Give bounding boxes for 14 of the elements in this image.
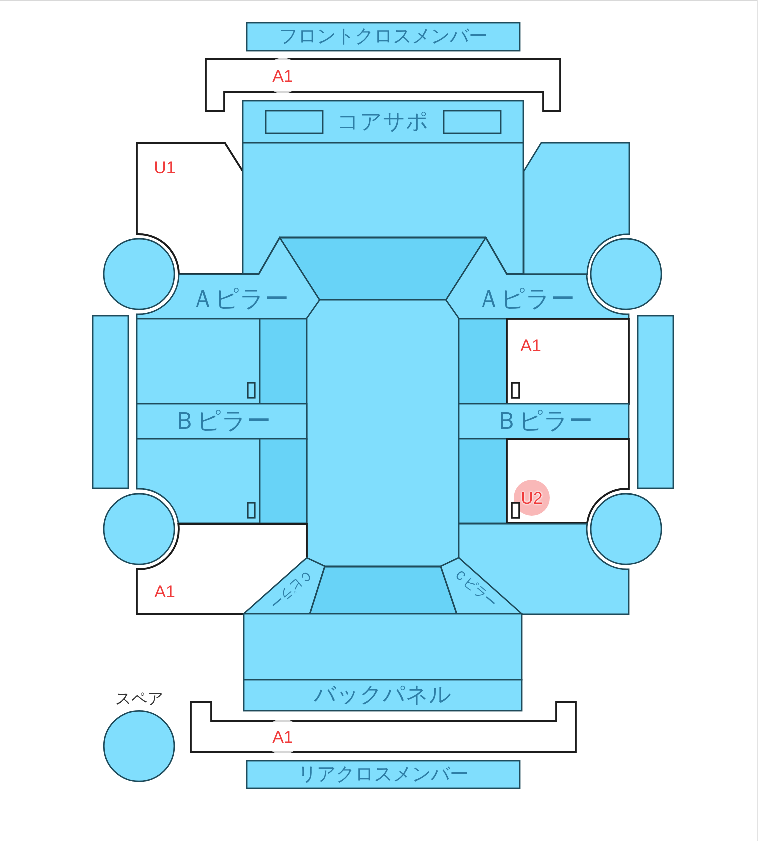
part-label: バックパネル (314, 685, 452, 707)
damage-code: A1 (520, 338, 542, 354)
damage-code: A1 (154, 584, 176, 600)
part-label: Ａピラー (477, 287, 575, 311)
part-label: Ｃピラー (450, 567, 500, 611)
part-label: Ｂピラー (173, 409, 271, 433)
part-label: Ｂピラー (495, 409, 593, 433)
damage-code: U1 (154, 160, 176, 176)
caption-text: スペア (115, 691, 164, 707)
part-label: フロントクロスメンバー (279, 28, 488, 46)
part-label: コアサポ (337, 112, 429, 134)
part-label: Ａピラー (191, 287, 289, 311)
part-label: Ｃピラー (266, 567, 316, 611)
part-label: リアクロスメンバー (298, 766, 469, 784)
